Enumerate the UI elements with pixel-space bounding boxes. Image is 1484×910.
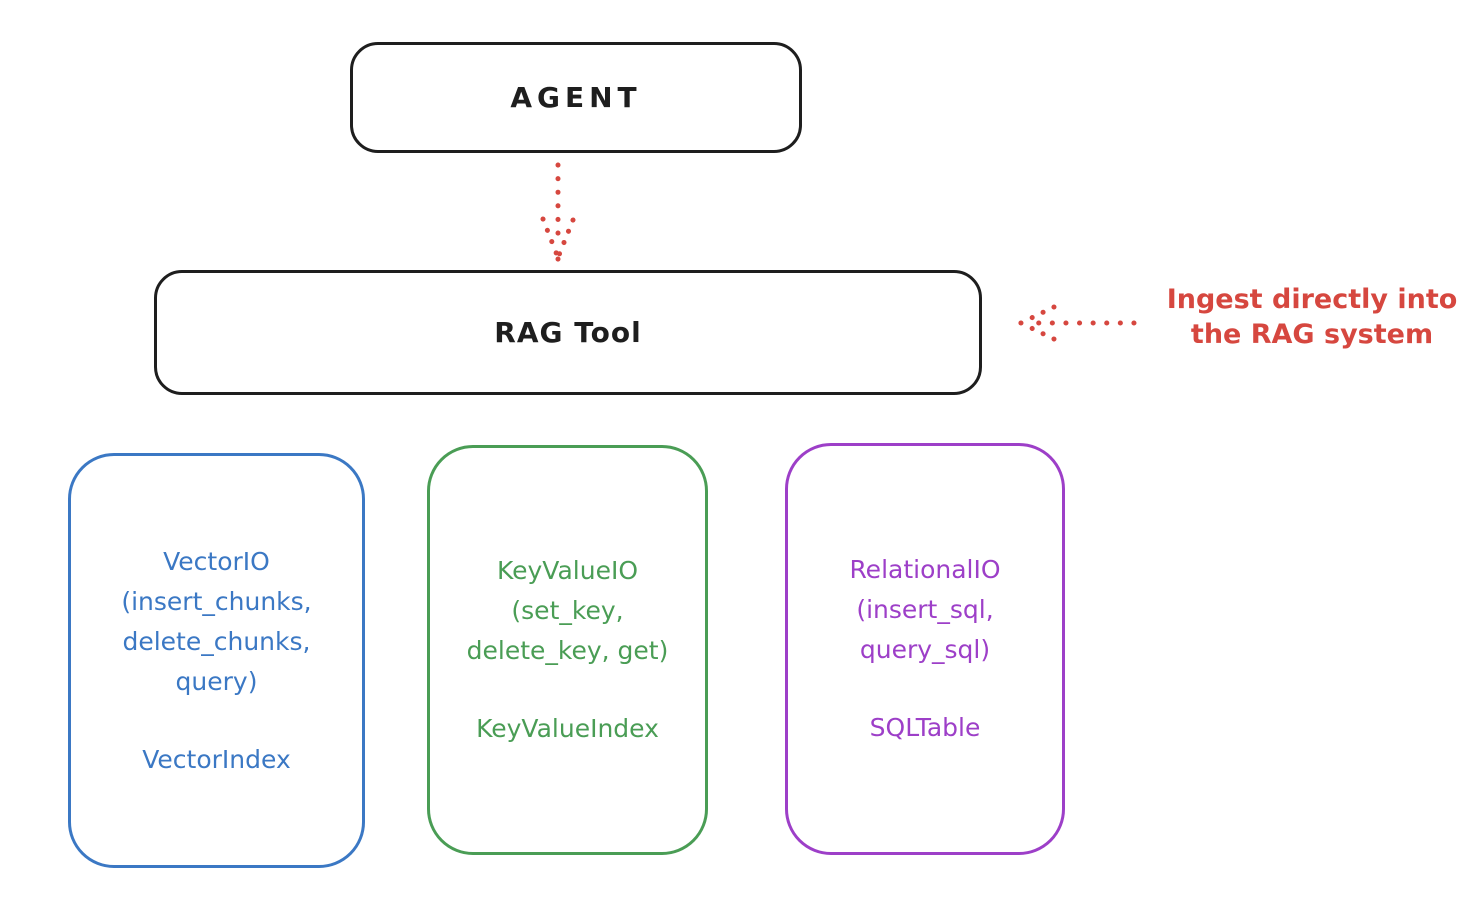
vector-io-box: VectorIO (insert_chunks, delete_chunks, … (68, 453, 365, 868)
arrow-left-annotation-to-rag-icon (1018, 304, 1137, 342)
text-line: (set_key, (511, 596, 624, 625)
key-value-io-label: KeyValueIO (set_key, delete_key, get) (467, 551, 669, 671)
ingest-annotation: Ingest directly into the RAG system (1140, 282, 1484, 352)
text-line: VectorIO (163, 546, 270, 576)
relational-io-box: RelationalIO (insert_sql, query_sql) SQL… (785, 443, 1065, 855)
text-line: (insert_sql, (856, 595, 994, 624)
text-line: RelationalIO (849, 555, 1001, 584)
agent-box: AGENT (350, 42, 802, 153)
text-line: delete_key, get) (466, 636, 669, 665)
relational-io-label: RelationalIO (insert_sql, query_sql) (849, 550, 1000, 670)
text-line: query) (175, 666, 258, 696)
text-line: query_sql) (859, 635, 991, 664)
arrow-down-agent-to-rag-icon (540, 162, 576, 262)
text-line: KeyValueIO (496, 556, 638, 585)
ingest-annotation-line2: the RAG system (1190, 319, 1434, 350)
vector-io-label: VectorIO (insert_chunks, delete_chunks, … (121, 542, 311, 702)
key-value-io-box: KeyValueIO (set_key, delete_key, get) Ke… (427, 445, 708, 855)
text-line: (insert_chunks, (121, 586, 312, 616)
vector-index-label: VectorIndex (142, 744, 291, 774)
agent-box-label: AGENT (510, 81, 642, 114)
text-line: delete_chunks, (122, 626, 311, 656)
rag-tool-box-label: RAG Tool (494, 316, 642, 349)
key-value-index-label: KeyValueIndex (476, 714, 659, 743)
ingest-annotation-line1: Ingest directly into (1166, 284, 1458, 315)
rag-tool-box: RAG Tool (154, 270, 982, 395)
sql-table-label: SQLTable (869, 713, 981, 742)
